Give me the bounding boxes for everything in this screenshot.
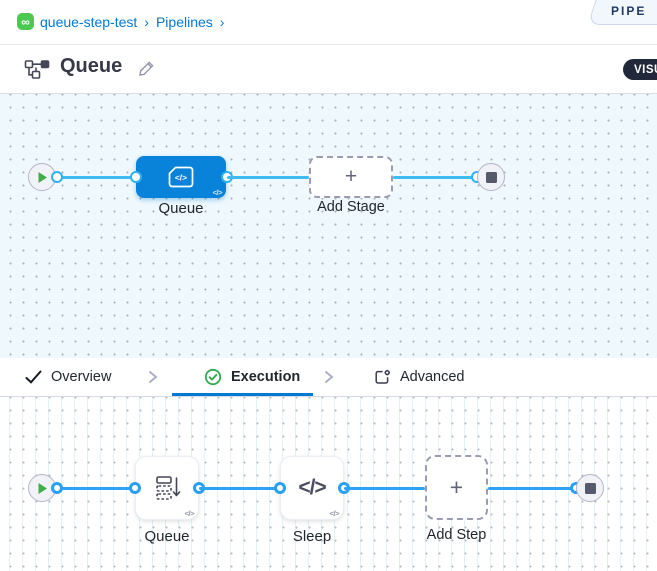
stage-graph-canvas[interactable]: </> </> Queue + Add Stage <box>0 94 657 358</box>
pipeline-end-node <box>477 163 505 191</box>
start-out-port[interactable] <box>51 482 63 494</box>
edge-stage-to-add <box>227 176 309 179</box>
ribbon-label: PIPE <box>611 4 647 18</box>
breadcrumb: queue-step-test › Pipelines › <box>40 0 224 44</box>
step-node-sleep[interactable]: </> </> <box>280 456 344 520</box>
tab-execution-label: Execution <box>231 369 301 385</box>
code-badge-icon: </> <box>329 509 340 518</box>
step-queue-label: Queue <box>144 528 190 545</box>
pipeline-studio-ribbon: PIPE <box>587 0 657 25</box>
tab-advanced[interactable]: Advanced <box>374 358 465 396</box>
queue-step-icon <box>156 476 181 500</box>
edge-queue-to-sleep <box>199 487 280 490</box>
stop-icon <box>485 171 497 183</box>
plus-icon: + <box>449 474 464 500</box>
start-out-port[interactable] <box>51 171 63 183</box>
edge-add-to-end <box>488 487 576 490</box>
visual-yaml-toggle[interactable]: VISU <box>623 59 657 80</box>
mode-badge-label: VISU <box>634 63 657 76</box>
stop-icon <box>584 482 596 494</box>
tab-overview-label: Overview <box>51 369 112 385</box>
edge-start-to-queue <box>57 487 135 490</box>
breadcrumb-project-link[interactable]: queue-step-test <box>40 14 138 30</box>
edge-start-to-stage <box>57 176 137 179</box>
add-step-label: Add Step <box>426 527 487 543</box>
edge-sleep-to-add <box>344 487 425 490</box>
add-stage-button[interactable]: + <box>309 156 393 198</box>
advanced-settings-icon <box>375 369 390 384</box>
stage-in-port[interactable] <box>130 171 142 183</box>
code-badge-icon: </> <box>184 509 195 518</box>
page-title: Queue <box>60 55 123 77</box>
infinity-icon: ∞ <box>21 14 30 29</box>
queue-in-port[interactable] <box>129 482 141 494</box>
active-tab-indicator <box>172 393 313 396</box>
sleep-in-port[interactable] <box>274 482 286 494</box>
chevron-right-icon <box>325 371 334 383</box>
execution-end-node <box>576 474 604 502</box>
play-icon <box>38 482 47 494</box>
edit-pencil-icon[interactable] <box>137 59 156 83</box>
breadcrumb-separator-icon: › <box>219 14 225 30</box>
code-badge-icon: </> <box>212 188 223 197</box>
execution-graph-canvas[interactable]: </> Queue </> </> Sleep + Add Step <box>0 397 657 571</box>
stage-type-icon: </> <box>168 166 194 188</box>
step-node-queue[interactable]: </> <box>135 456 199 520</box>
chevron-right-icon <box>149 371 158 383</box>
code-step-icon: </> <box>298 476 326 499</box>
plus-icon: + <box>344 165 358 188</box>
play-icon <box>38 171 47 183</box>
stage-config-tabs: Overview Execution Advanced <box>0 358 657 397</box>
add-stage-label: Add Stage <box>317 199 385 215</box>
breadcrumb-pipelines-link[interactable]: Pipelines <box>155 14 213 30</box>
breadcrumb-bar: ∞ queue-step-test › Pipelines › PIPE <box>0 0 657 45</box>
svg-text:</>: </> <box>175 173 187 183</box>
breadcrumb-separator-icon: › <box>144 14 149 30</box>
success-check-icon <box>204 368 222 386</box>
tab-advanced-label: Advanced <box>400 369 465 385</box>
tab-overview[interactable]: Overview <box>25 358 111 396</box>
pipeline-header: Queue VISU <box>0 45 657 94</box>
tab-execution[interactable]: Execution <box>204 358 300 396</box>
edge-add-to-end <box>393 176 477 179</box>
add-step-button[interactable]: + <box>425 455 488 520</box>
check-icon <box>25 370 42 384</box>
stage-label: Queue <box>158 200 204 217</box>
pipeline-icon <box>24 59 50 85</box>
step-sleep-label: Sleep <box>292 528 332 545</box>
project-icon: ∞ <box>17 13 34 30</box>
stage-node-queue[interactable]: </> </> <box>136 156 226 198</box>
